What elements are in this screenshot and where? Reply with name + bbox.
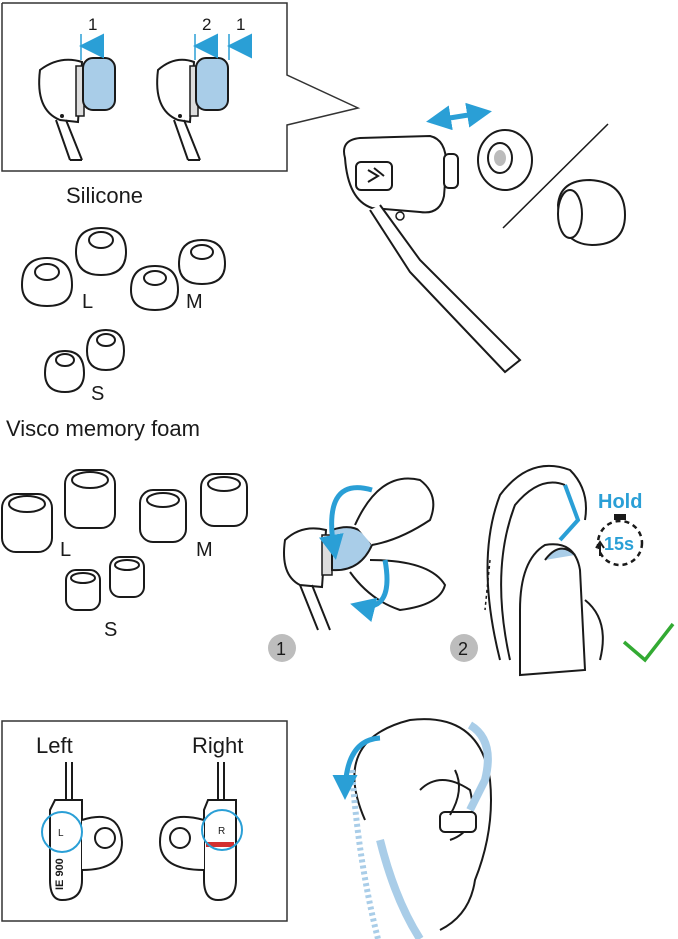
compress-foam-illustration [283, 477, 447, 631]
tip-exchange-illustration [343, 102, 627, 374]
fit-inset-panel: 1 2 1 [1, 2, 361, 172]
silicone-tips-illustration [20, 226, 227, 394]
model-label: IE 900 [54, 858, 66, 890]
left-marker: L [58, 828, 64, 839]
left-heading: Left [36, 733, 73, 758]
svg-text:2: 2 [458, 639, 468, 659]
step-badge-2: 2 [450, 634, 478, 662]
fit-step-label: 1 [236, 15, 245, 34]
channel-identification-panel: L IE 900 R [1, 720, 288, 922]
timer-label: 15s [604, 534, 634, 554]
checkmark-icon [622, 622, 675, 663]
foam-size-label: S [104, 619, 117, 641]
silicone-heading: Silicone [66, 183, 143, 208]
silicone-size-label: M [186, 291, 203, 313]
earphone-double-tip-illustration [156, 57, 229, 161]
right-marker: R [218, 826, 225, 837]
silicone-size-label: S [91, 383, 104, 405]
earphone-single-tip-illustration [38, 57, 116, 161]
timer-icon [595, 514, 644, 567]
hold-label: Hold [598, 491, 642, 513]
svg-text:1: 1 [276, 639, 286, 659]
fit-step-label: 1 [88, 15, 97, 34]
foam-tips-illustration [1, 469, 248, 611]
foam-heading: Visco memory foam [6, 416, 200, 441]
hold-in-ear-illustration [484, 464, 604, 677]
silicone-size-label: L [82, 291, 93, 313]
foam-size-label: M [196, 539, 213, 561]
cable-routing-illustration [332, 718, 492, 939]
foam-size-label: L [60, 539, 71, 561]
fit-step-label: 2 [202, 15, 211, 34]
right-heading: Right [192, 733, 243, 758]
step-badge-1: 1 [268, 634, 296, 662]
